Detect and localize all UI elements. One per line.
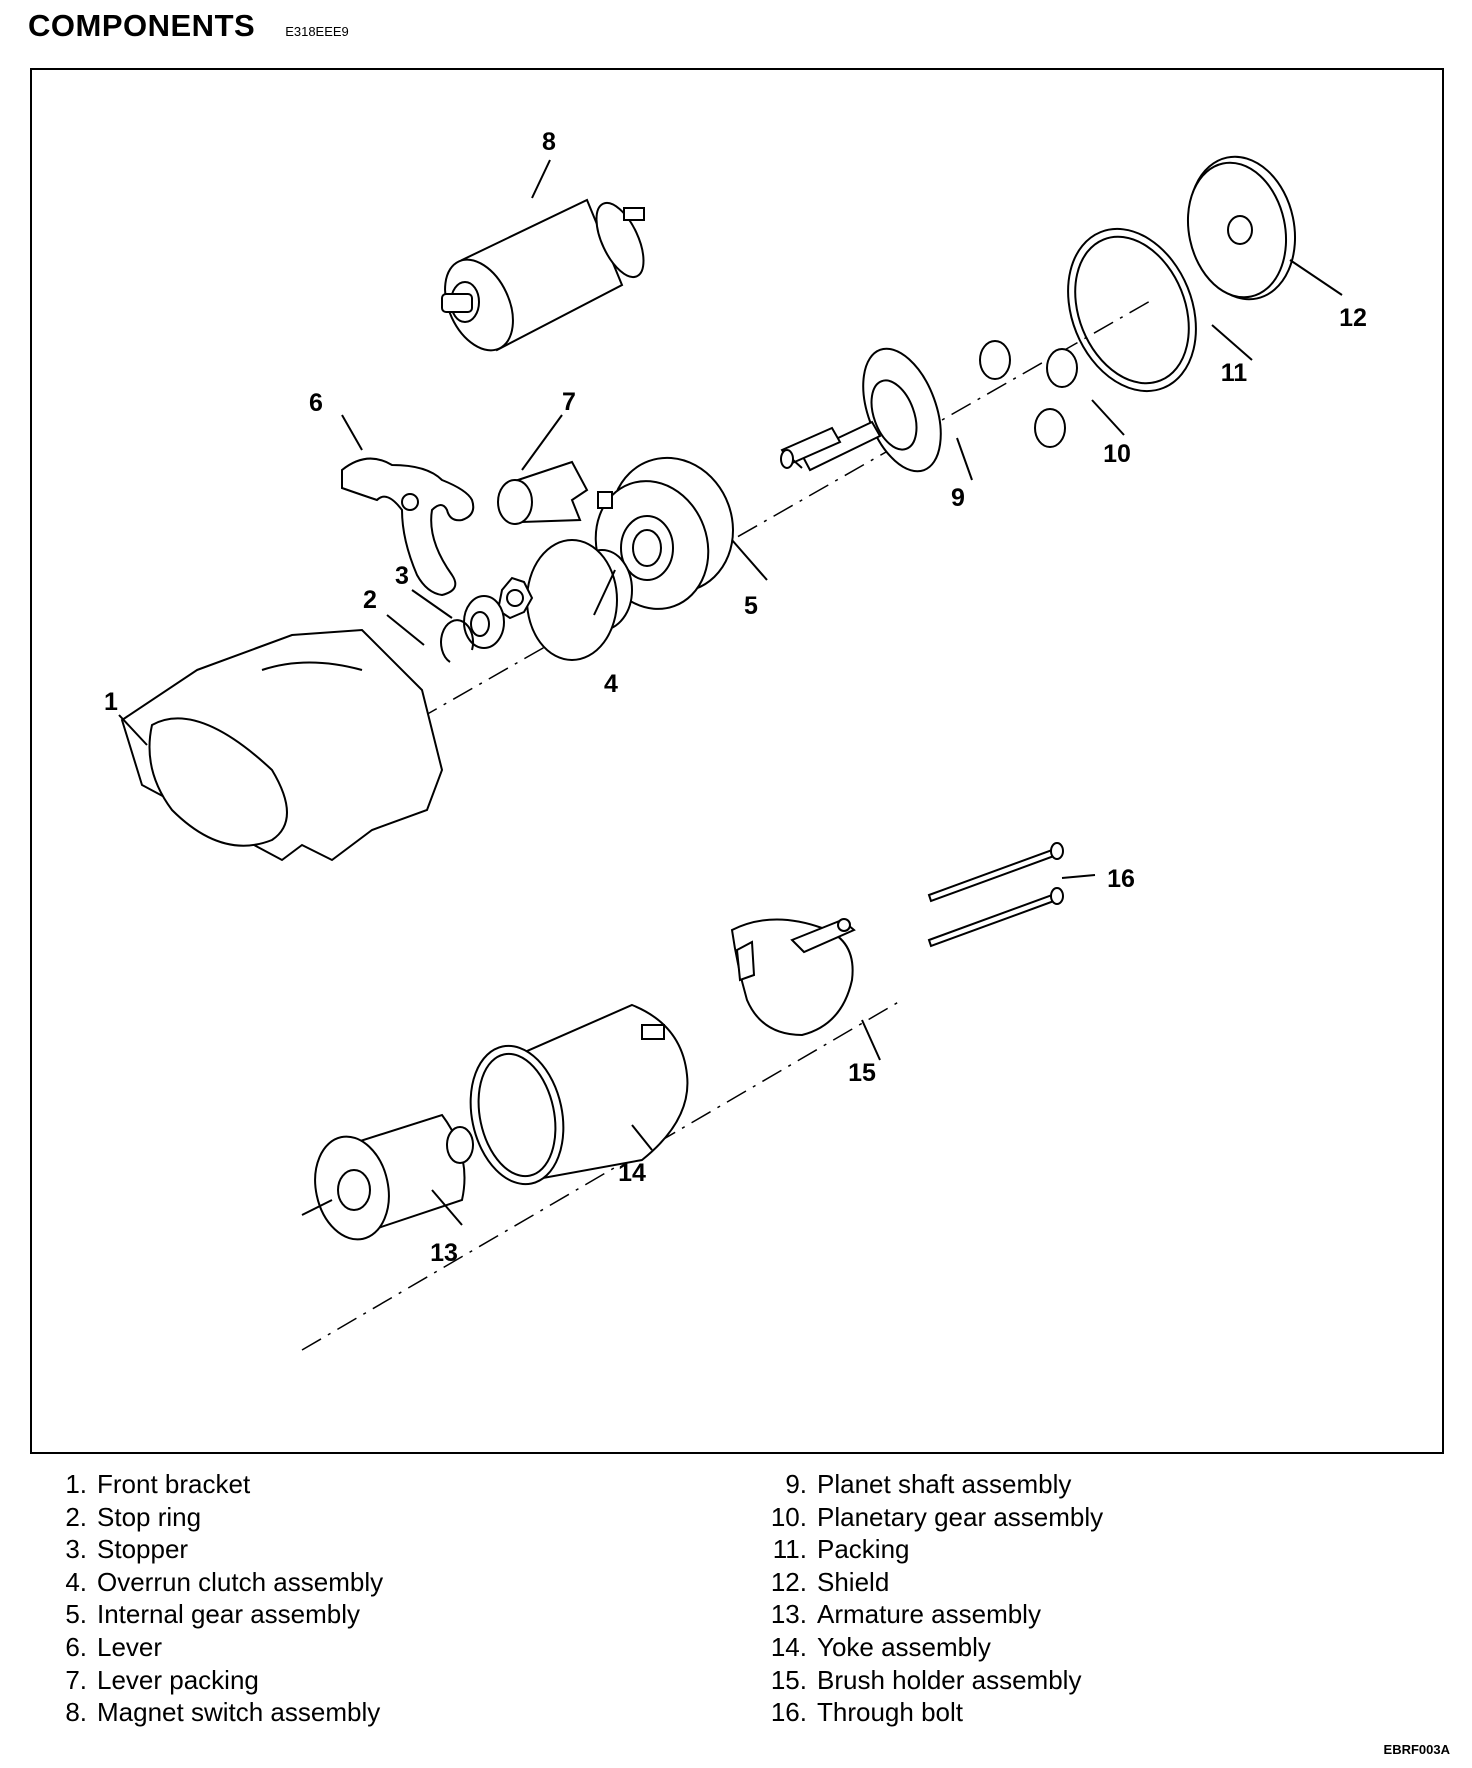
legend-number: 7. [65,1664,87,1695]
legend-item: 14. Yoke assembly [762,1631,1103,1664]
legend-label: Lever [97,1631,163,1662]
legend-number: 3. [65,1534,87,1565]
legend-number: 16. [770,1697,807,1728]
legend-label: Brush holder assembly [817,1664,1082,1695]
planet-shaft-assembly [780,347,942,473]
callout-6: 6 [309,389,323,417]
parts-legend-left: 1. Front bracket 2. Stop ring 3. Stopper 4.… [42,1468,383,1729]
legend-number: 9. [785,1469,807,1499]
callout-5: 5 [744,592,758,620]
legend-label: Magnet switch assembly [97,1697,381,1728]
legend-number: 11. [772,1534,807,1565]
legend-label: Internal gear assembly [97,1599,361,1630]
legend-label: Planetary gear assembly [817,1501,1104,1532]
legend-item: 15. Brush holder assembly [762,1664,1103,1697]
exploded-view-diagram: 8 6 7 3 2 4 5 1 9 10 11 12 16 15 14 13 [104,128,1367,1351]
document-code: E318EEE9 [285,24,349,39]
legend-label: Planet shaft assembly [817,1469,1072,1499]
lower-assembly-axis [301,999,903,1351]
brush-holder-assembly [730,918,856,1037]
legend-item: 12. Shield [762,1566,1103,1599]
callout-8: 8 [542,128,556,156]
legend-item: 2. Stop ring [42,1501,383,1534]
legend-label: Lever packing [97,1664,259,1695]
callout-11: 11 [1221,359,1248,387]
legend-item: 16. Through bolt [762,1696,1103,1729]
upper-assembly-axis [381,299,1153,741]
legend-number: 4. [65,1566,87,1597]
callout-9: 9 [951,484,965,512]
legend-number: 1. [65,1469,87,1499]
callout-10: 10 [1103,440,1131,468]
legend-item: 10. Planetary gear assembly [762,1501,1103,1534]
legend-number: 14. [770,1631,807,1662]
legend-item: 6. Lever [42,1631,383,1664]
legend-label: Stopper [97,1534,189,1565]
parts-legend-right: 9. Planet shaft assembly 10. Planetary gea… [762,1468,1103,1729]
legend-item: 8. Magnet switch assembly [42,1696,383,1729]
legend-number: 12. [770,1566,807,1597]
front-bracket [120,628,444,862]
shield [1186,155,1297,301]
page-header: COMPONENTS E318EEE9 [28,8,349,44]
callout-3: 3 [395,562,409,590]
callout-2: 2 [363,586,377,614]
callout-12: 12 [1339,304,1367,332]
lever-packing [497,460,589,525]
magnet-switch-assembly [441,198,645,352]
legend-number: 10. [770,1501,807,1532]
lever [341,457,475,597]
figure-code: EBRF003A [1383,1742,1450,1757]
stop-ring [440,619,475,663]
callout-7: 7 [562,388,576,416]
legend-item: 4. Overrun clutch assembly [42,1566,383,1599]
yoke-assembly [469,1003,689,1186]
legend-item: 3. Stopper [42,1533,383,1566]
legend-item: 5. Internal gear assembly [42,1598,383,1631]
packing [1067,227,1197,393]
planetary-gear-assembly [979,340,1078,448]
through-bolts [927,842,1064,948]
armature-assembly [301,1113,474,1241]
legend-number: 15. [770,1664,807,1695]
legend-label: Front bracket [97,1469,251,1499]
callout-16: 16 [1107,865,1135,893]
legend-label: Armature assembly [817,1599,1041,1630]
callout-4: 4 [604,670,618,698]
legend-label: Stop ring [97,1501,202,1532]
legend-label: Yoke assembly [817,1631,991,1662]
callout-14: 14 [618,1159,646,1187]
stopper [463,595,505,649]
legend-number: 6. [65,1631,87,1662]
callout-13: 13 [430,1239,458,1267]
legend-label: Shield [817,1566,890,1597]
legend-item: 13. Armature assembly [762,1598,1103,1631]
legend-item: 11. Packing [762,1533,1103,1566]
legend-label: Through bolt [817,1697,963,1728]
legend-number: 2. [65,1501,87,1532]
legend-item: 1. Front bracket [42,1468,383,1501]
leader-lines [118,159,1343,1226]
callout-1: 1 [104,688,118,716]
page-title: COMPONENTS [28,8,256,43]
exploded-diagram-frame: 8 6 7 3 2 4 5 1 9 10 11 12 16 15 14 13 [30,68,1444,1454]
legend-number: 13. [770,1599,807,1630]
legend-label: Overrun clutch assembly [97,1566,384,1597]
legend-item: 7. Lever packing [42,1664,383,1697]
overrun-clutch-assembly [496,539,633,661]
callout-15: 15 [848,1059,876,1087]
legend-label: Packing [817,1534,910,1565]
legend-item: 9. Planet shaft assembly [762,1468,1103,1501]
legend-number: 5. [65,1599,87,1630]
legend-number: 8. [65,1697,87,1728]
internal-gear-assembly [594,456,734,610]
